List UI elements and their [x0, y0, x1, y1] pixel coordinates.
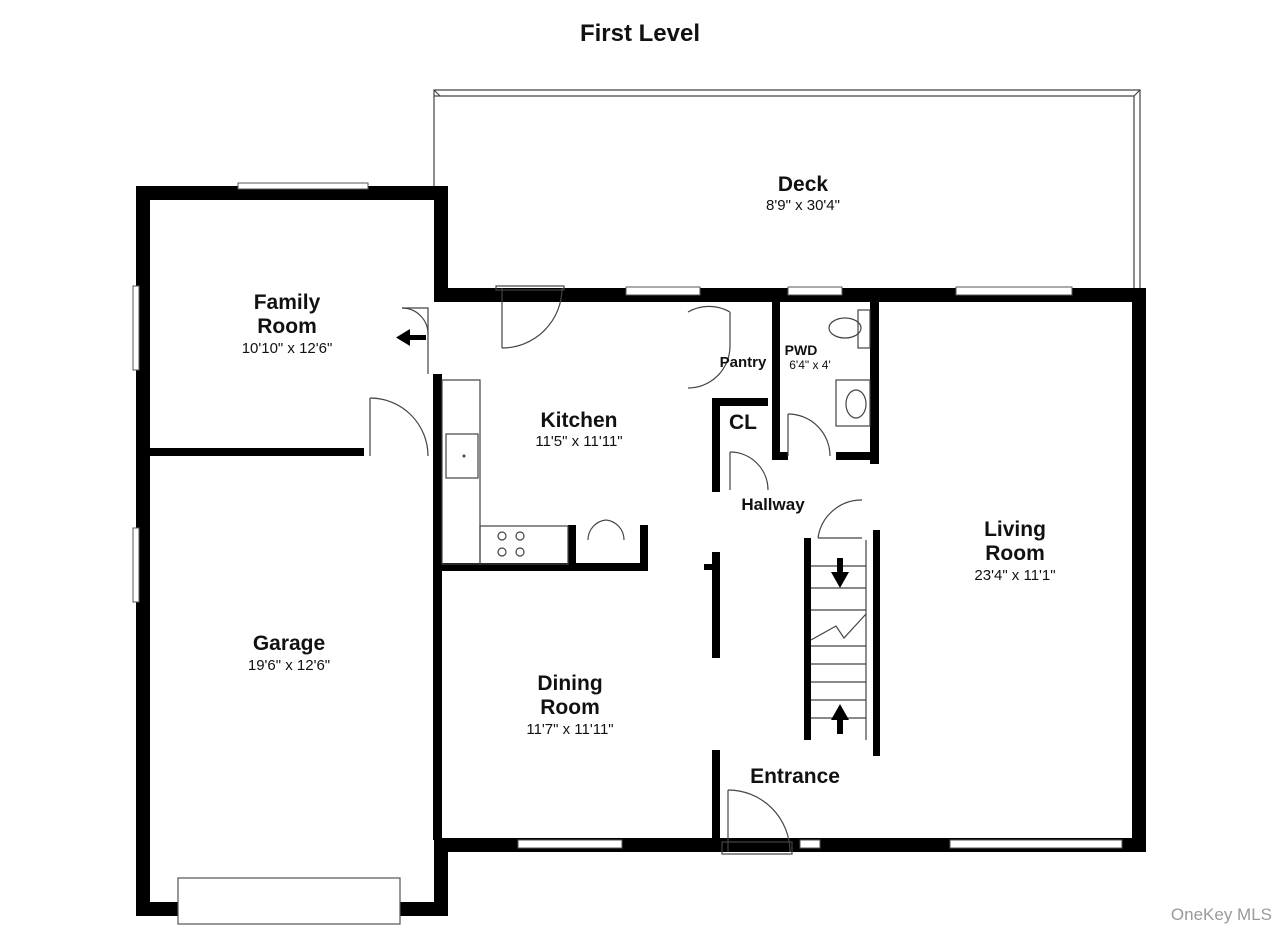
hallway-name: Hallway: [741, 495, 805, 514]
pwd-name: PWD: [785, 342, 818, 358]
interior-walls: [148, 300, 880, 850]
deck-outline: [433, 89, 1141, 288]
family-room-name-line1: Family: [254, 291, 321, 314]
windows: [132, 182, 1123, 849]
pantry-name: Pantry: [720, 354, 767, 371]
plan-title: First Level: [579, 20, 701, 47]
pwd-dims: 6'4" x 4': [789, 358, 831, 372]
dining-room-name-line1: Dining: [537, 672, 602, 695]
entrance-name: Entrance: [750, 765, 840, 788]
living-room-name-line2: Room: [985, 542, 1045, 565]
staircase: [810, 540, 867, 740]
kitchen-fixtures: [441, 379, 625, 565]
living-room-dims: 23'4" x 11'1": [974, 567, 1055, 584]
kitchen-dims: 11'5" x 11'11": [535, 433, 622, 450]
pwd-fixtures: [828, 309, 871, 427]
garage-name: Garage: [253, 632, 325, 655]
watermark: OneKey MLS: [1170, 905, 1272, 924]
cl-name: CL: [729, 411, 757, 434]
arrow-left-icon: [396, 329, 426, 346]
deck-dims: 8'9" x 30'4": [766, 197, 840, 214]
kitchen-name: Kitchen: [540, 409, 617, 432]
arrow-icons: [396, 329, 849, 734]
family-room-dims: 10'10" x 12'6": [242, 340, 333, 357]
dining-room-name-line2: Room: [540, 696, 600, 719]
arrow-down-icon: [831, 558, 849, 588]
arrow-up-icon: [831, 704, 849, 734]
garage-door: [177, 877, 401, 925]
doors: [369, 285, 863, 855]
dining-room-dims: 11'7" x 11'11": [526, 721, 613, 738]
living-room-name-line1: Living: [984, 518, 1046, 541]
deck-name: Deck: [778, 173, 829, 196]
garage-dims: 19'6" x 12'6": [248, 657, 330, 674]
family-room-name-line2: Room: [257, 315, 317, 338]
